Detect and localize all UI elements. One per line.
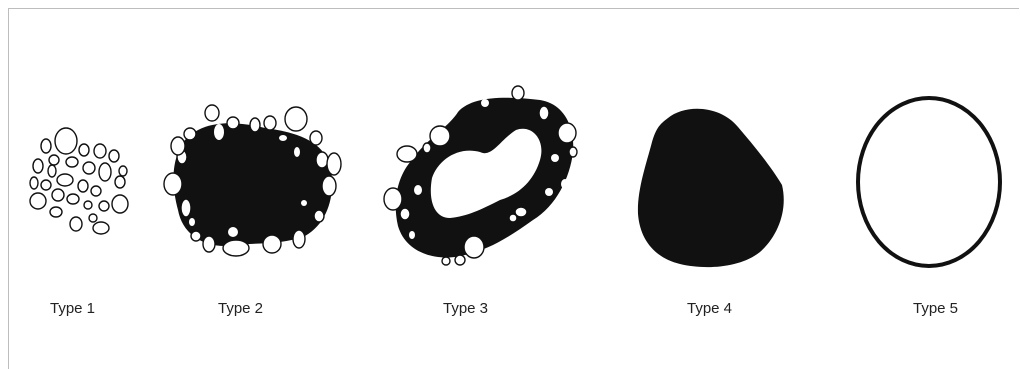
type-1-cluster-shape — [30, 128, 128, 234]
type-3-ring-shape — [384, 86, 577, 265]
type-2-label: Type 2 — [218, 300, 263, 317]
type-4-label: Type 4 — [687, 300, 732, 317]
type-1-label: Type 1 — [50, 300, 95, 317]
type-4-solid-shape — [638, 109, 784, 267]
type-5-label: Type 5 — [913, 300, 958, 317]
type-3-label: Type 3 — [443, 300, 488, 317]
type-5-ring-shape — [858, 98, 1000, 266]
type-2-mass-shape — [164, 105, 341, 256]
